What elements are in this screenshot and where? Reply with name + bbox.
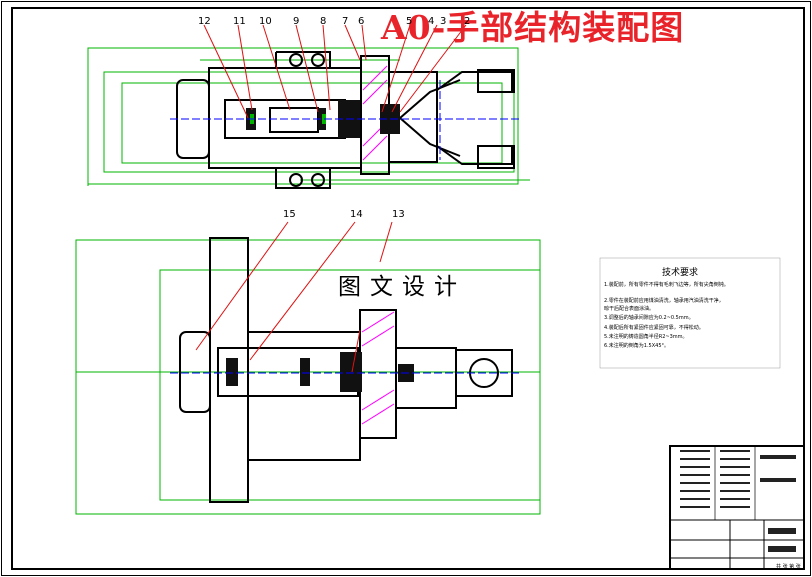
sheet-count-note: 共 张 第 张 bbox=[776, 564, 801, 570]
part-number-6: 6 bbox=[358, 16, 365, 27]
part-number-10: 10 bbox=[259, 16, 272, 27]
bottom-view bbox=[75, 221, 541, 515]
inner-border bbox=[11, 7, 805, 570]
part-number-8: 8 bbox=[320, 16, 327, 27]
tech-requirements-title: 技术要求 bbox=[662, 268, 699, 278]
part-number-2: 2 bbox=[464, 16, 471, 27]
part-number-13: 13 bbox=[392, 209, 405, 220]
part-number-14: 14 bbox=[350, 209, 363, 220]
part-number-11: 11 bbox=[233, 16, 246, 27]
drawing-title: A0-手部结构装配图 bbox=[381, 8, 685, 47]
title-block-rows bbox=[680, 450, 796, 552]
top-view bbox=[87, 24, 530, 189]
tech-requirement-line: 1.装配前，所有零件不得有毛刺飞边等，所有尖角倒钝。 bbox=[604, 282, 729, 288]
tech-requirement-line: 2.零件在装配前应用煤油清洗，轴承用汽油清洗干净， bbox=[604, 298, 724, 304]
part-number-7: 7 bbox=[342, 16, 349, 27]
tech-box bbox=[599, 257, 781, 369]
part-number-5: 5 bbox=[406, 16, 413, 27]
watermark-text: 图文设计 bbox=[338, 274, 466, 300]
title-block bbox=[669, 445, 805, 570]
tech-requirement-line: 晾干后配合表面涂油。 bbox=[604, 306, 655, 312]
tech-requirement-line: 6.未注明的倒角为1.5X45°。 bbox=[604, 343, 670, 349]
tech-requirement-line: 3.调整后的轴承间隙应为0.2~0.5mm。 bbox=[604, 315, 694, 321]
part-number-3: 3 bbox=[440, 16, 447, 27]
part-number-9: 9 bbox=[293, 16, 300, 27]
tech-requirement-line: 5.未注明的铸造圆角半径R2~3mm。 bbox=[604, 334, 688, 340]
part-number-4: 4 bbox=[428, 16, 435, 27]
part-number-15: 15 bbox=[283, 209, 296, 220]
tech-requirement-line: 4.装配后所有紧固件应紧固可靠，不得松动。 bbox=[604, 325, 704, 331]
part-number-12: 12 bbox=[198, 16, 211, 27]
